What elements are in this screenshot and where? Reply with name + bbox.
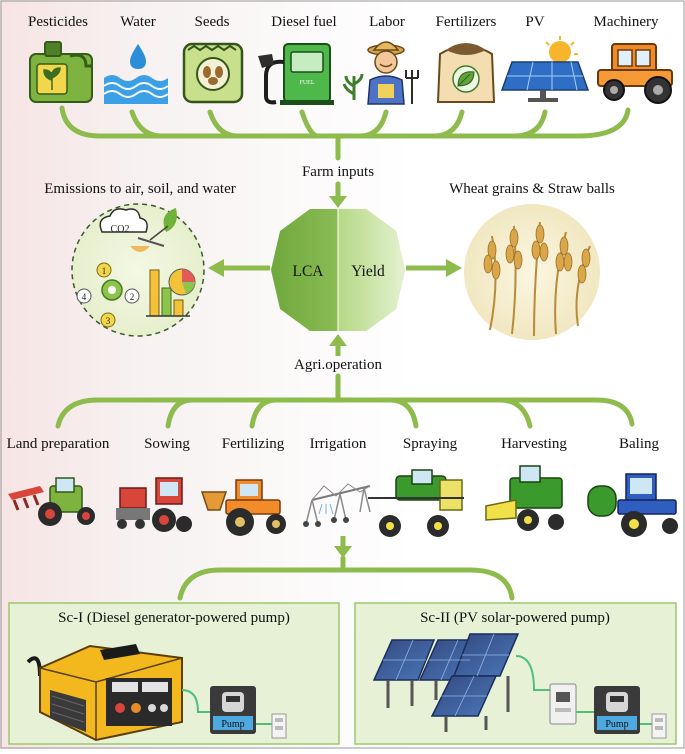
cycle-step-4: 4 [82,292,87,302]
solar-array-icon [372,633,520,732]
emissions-icon: CO2 1 2 3 4 [71,203,205,337]
operation-label-spraying: Spraying [403,436,458,452]
emissions-label: Emissions to air, soil, and water [44,181,235,197]
pesticide-bottle-icon [29,41,93,103]
emissions-arrow [208,259,270,277]
pivot-irrigation-icon [303,483,371,527]
switch-box-icon-sc2 [651,713,667,739]
operation-label-irrigation: Irrigation [310,436,367,452]
seeder-tractor-icon [116,477,192,532]
lca-yield-octagon: LCA Yield [271,209,405,331]
agri-arrow [329,334,347,356]
pump-device-sc1: Pump [210,686,256,734]
wheat-icon [464,204,600,340]
pump-label-sc1: Pump [221,719,244,730]
agri-operation-label: Agri.operation [294,357,382,373]
spreader-tractor-icon [200,479,286,536]
baler-tractor-icon [587,473,678,537]
scenario-arrow [334,536,352,558]
agri-brace [55,373,635,429]
farm-inputs-label: Farm inputs [302,164,374,180]
operation-labels: Land preparation Sowing Fertilizing Irri… [7,436,660,452]
input-label-pv: PV [525,14,544,30]
scenario-panel-sc1: Sc-I (Diesel generator-powered pump) Pum… [8,602,340,745]
input-label-pesticides: Pesticides [28,14,88,30]
scenario-panel-sc2: Sc-II (PV solar-powered pump) [354,602,677,745]
operation-label-baling: Baling [619,436,659,452]
cycle-step-3: 3 [106,316,111,326]
input-label-diesel-fuel: Diesel fuel [271,14,336,30]
farm-input-labels: Pesticides Water Seeds Diesel fuel Labor… [28,14,659,30]
operation-label-fertilizing: Fertilizing [222,436,285,452]
farmer-icon [342,41,419,105]
scenario-title-sc1: Sc-I (Diesel generator-powered pump) [58,610,290,626]
combine-harvester-icon [485,465,564,531]
operation-label-sowing: Sowing [144,436,190,452]
water-icon [103,44,169,104]
pump-device-sc2: Pump [594,686,640,734]
scenario-title-sc2: Sc-II (PV solar-powered pump) [420,610,610,626]
seeds-bag-icon [182,42,244,104]
operation-label-harvesting: Harvesting [501,436,567,452]
input-label-water: Water [120,14,155,30]
diesel-generator-icon [26,644,183,742]
lca-label: LCA [293,263,325,280]
svg-text:FUEL: FUEL [300,80,315,86]
switch-box-icon [271,713,287,739]
solar-panel-icon [500,36,590,102]
input-label-labor: Labor [369,14,405,30]
cycle-step-2: 2 [130,292,135,302]
input-label-fertilizers: Fertilizers [436,14,497,30]
fuel-pump-icon: FUEL [258,43,334,105]
output-arrow [406,259,462,277]
input-label-machinery: Machinery [594,14,659,30]
tractor-icon [597,43,673,104]
yield-label: Yield [351,263,385,280]
plough-tractor-icon [8,477,95,526]
sprayer-icon [368,469,464,537]
co2-text: CO2 [111,224,130,235]
scenario-brace [177,555,515,601]
output-label: Wheat grains & Straw balls [449,181,615,197]
inverter-icon [549,683,577,725]
farm-inputs-arrowhead [329,196,347,208]
input-label-seeds: Seeds [195,14,230,30]
operation-label-land-preparation: Land preparation [7,436,110,452]
pump-label-sc2: Pump [605,719,628,730]
farm-inputs-brace [59,105,631,161]
fertilizer-bag-icon [436,43,496,103]
cycle-step-1: 1 [102,266,107,276]
